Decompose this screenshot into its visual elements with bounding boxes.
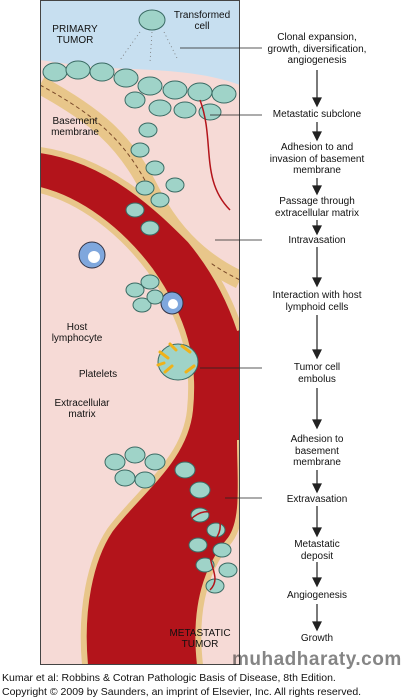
caption-line-2: Copyright © 2009 by Saunders, an imprint… xyxy=(2,686,362,698)
step-adhesion-membrane: Adhesion to basement membrane xyxy=(290,434,344,468)
primary-tumor-cells xyxy=(42,60,237,121)
step-intravasation: Intravasation xyxy=(288,235,346,246)
primary-tumor-region xyxy=(40,0,240,85)
label-extracellular-matrix: Extracellular matrix xyxy=(54,398,110,420)
step-growth: Growth xyxy=(300,633,334,644)
circulating-cluster xyxy=(125,274,164,313)
label-host-lymphocyte: Host lymphocyte xyxy=(51,322,103,344)
label-platelets: Platelets xyxy=(78,369,118,380)
adhering-cells xyxy=(104,446,211,499)
step-extravasation: Extravasation xyxy=(286,494,348,505)
leader-lines xyxy=(180,47,262,499)
blood-vessel xyxy=(40,150,240,665)
watermark: muhadharaty.com xyxy=(232,649,402,670)
step-metastatic-deposit: Metastatic deposit xyxy=(294,539,340,562)
label-metastatic-tumor: METASTATIC TUMOR xyxy=(169,628,231,650)
label-primary-tumor: PRIMARY TUMOR xyxy=(52,24,98,46)
step-angiogenesis: Angiogenesis xyxy=(286,590,348,601)
invading-cells xyxy=(125,122,185,236)
tumor-embolus xyxy=(156,342,199,381)
caption-line-1: Kumar et al: Robbins & Cotran Pathologic… xyxy=(2,672,336,684)
new-vessels xyxy=(189,510,221,591)
step-adhesion-invasion: Adhesion to and invasion of basement mem… xyxy=(269,142,365,176)
step-metastatic-subclone: Metastatic subclone xyxy=(272,109,362,120)
panel-border xyxy=(40,0,240,665)
flow-arrows xyxy=(312,70,322,632)
label-basement-membrane: Basement membrane xyxy=(51,116,99,138)
step-interaction-lymphoid: Interaction with host lymphoid cells xyxy=(272,290,362,313)
transformed-cell xyxy=(138,9,166,31)
label-transformed-cell: Transformed cell xyxy=(173,10,231,32)
step-passage-matrix: Passage through extracellular matrix xyxy=(275,196,359,219)
step-clonal-expansion: Clonal expansion, growth, diversificatio… xyxy=(267,32,367,66)
lymphocyte-cells xyxy=(78,241,184,315)
step-tumor-embolus: Tumor cell embolus xyxy=(293,362,341,385)
